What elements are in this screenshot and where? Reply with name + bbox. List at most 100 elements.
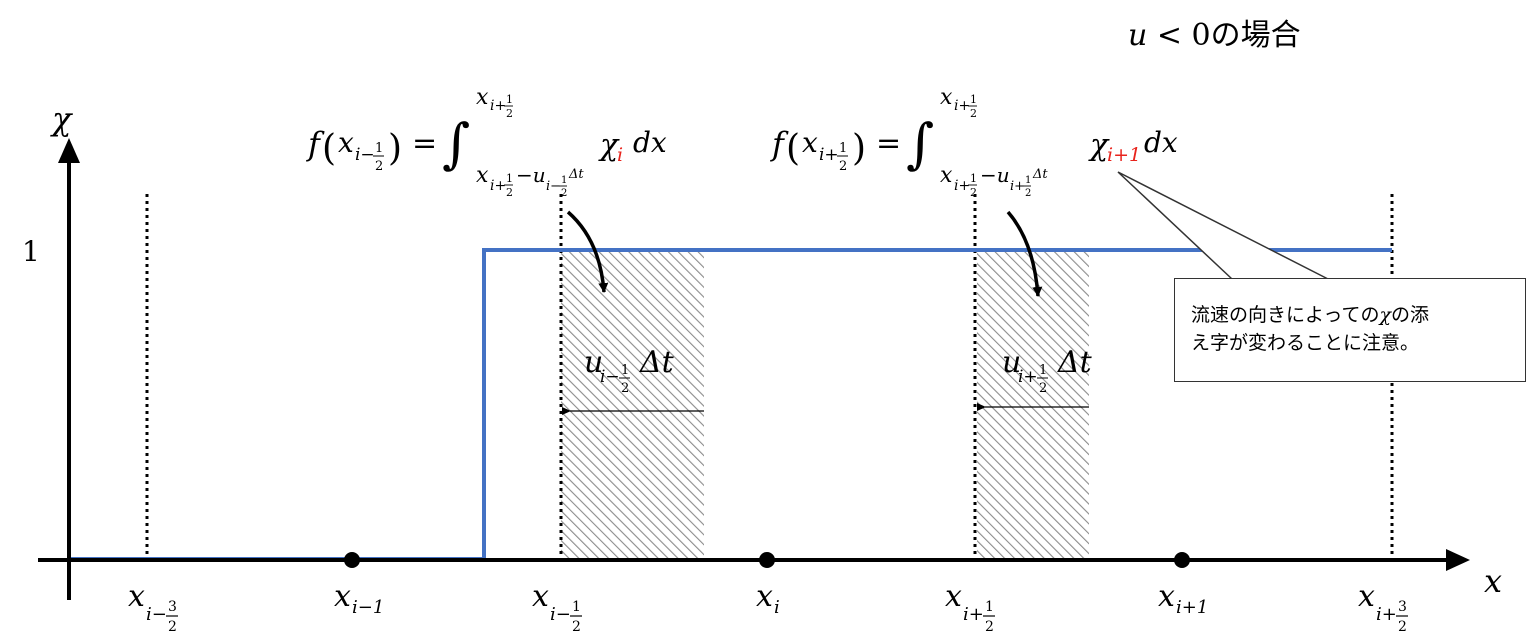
shift-sub-pre: i+	[1018, 367, 1038, 387]
upper-den: 2	[506, 107, 513, 120]
label-sub: i	[774, 597, 780, 618]
lower-den: 2	[506, 186, 513, 199]
label-sub-pre: i−	[550, 604, 571, 625]
label-x-i-plus-1-2: x i+ 1 2	[945, 579, 995, 635]
label-base: x	[1158, 579, 1175, 614]
formula-chi: χ	[598, 128, 620, 163]
shift-label-right: u i+ 1 2 Δt	[1002, 345, 1093, 396]
formula-x-den: 2	[839, 159, 847, 174]
label-base: x	[128, 579, 145, 614]
shift-u: u	[1002, 345, 1021, 380]
formula-equals: =	[412, 126, 437, 161]
flux-formula-right: f ( x i+ 1 2 ) = ∫ x i+ 1 2 x i+ 1 2 −u …	[770, 85, 1178, 199]
formula-x-num: 1	[839, 141, 847, 156]
paren-open: (	[786, 128, 800, 169]
shift-den: 2	[1039, 381, 1047, 396]
lower-sub-pre: i+	[490, 178, 506, 194]
paren-close: )	[388, 128, 402, 169]
condition-label: u < 0の場合	[1128, 10, 1301, 54]
label-base: x	[756, 579, 773, 614]
shift-sub-pre: i−	[600, 367, 620, 387]
callout-line1-chi: χ	[1379, 304, 1391, 326]
label-x-i: x i	[756, 579, 780, 618]
label-x-i-plus-1: x i+1	[1158, 579, 1208, 618]
formula-dx: dx	[1144, 126, 1178, 159]
lower-x: x	[940, 163, 953, 188]
label-den: 2	[1398, 619, 1407, 635]
formula-equals: =	[876, 126, 901, 161]
shift-delta-t: Δt	[1057, 345, 1093, 380]
lower-minus-u: −u	[516, 163, 546, 187]
label-x-i-minus-3-2: x i− 3 2	[128, 579, 178, 635]
formula-chi: χ	[1088, 128, 1110, 163]
label-sub-pre: i+	[963, 604, 984, 625]
upper-num: 1	[506, 93, 513, 106]
label-sub-pre: i+	[1376, 604, 1397, 625]
lower-minus-u: −u	[980, 163, 1010, 187]
lower-delta-t: Δt	[1032, 167, 1048, 182]
upper-num: 1	[970, 93, 977, 106]
label-x-i-minus-1: x i−1	[334, 579, 384, 618]
formula-dx: dx	[633, 126, 667, 159]
upper-den: 2	[970, 107, 977, 120]
node-x-i-plus-1	[1174, 552, 1190, 568]
label-num: 1	[572, 599, 581, 615]
lower-x: x	[476, 163, 489, 188]
lower-u-sub-pre: i+	[1010, 179, 1025, 194]
label-base: x	[1358, 579, 1375, 614]
formula-x: x	[802, 126, 818, 159]
formula-x-den: 2	[375, 159, 383, 174]
hatched-flux-region-right	[977, 251, 1089, 558]
label-sub-pre: i−	[146, 604, 167, 625]
formula-x-sub-pre: i−	[355, 145, 375, 165]
y-axis-label: χ	[50, 100, 73, 138]
paren-open: (	[322, 128, 336, 169]
lower-delta-t: Δt	[568, 167, 584, 182]
label-base: x	[945, 579, 962, 614]
node-x-i-minus-1	[344, 552, 360, 568]
callout-line2: え字が変わることに注意。	[1191, 332, 1420, 354]
flux-formula-left: f ( x i− 1 2 ) = ∫ x i+ 1 2 x i+ 1 2 −u …	[306, 85, 667, 199]
curved-arrow-left	[566, 210, 609, 293]
label-sub: i+1	[1176, 597, 1208, 618]
shift-num: 1	[1039, 363, 1047, 378]
callout-note: 流速の向きによってのχの添 え字が変わることに注意。	[1174, 278, 1526, 382]
formula-chi-sub: i	[617, 144, 623, 166]
label-den: 2	[168, 619, 177, 635]
formula-x-sub-pre: i+	[819, 145, 839, 165]
lower-u-sub-pre: i−	[546, 179, 561, 194]
label-base: x	[532, 579, 549, 614]
upper-sub-pre: i+	[490, 98, 506, 114]
shift-den: 2	[621, 381, 629, 396]
y-tick-one: 1	[22, 235, 40, 268]
shift-num: 1	[621, 363, 629, 378]
condition-var: u	[1128, 18, 1148, 53]
lower-u-num: 1	[561, 175, 567, 186]
y-axis-arrowhead	[58, 138, 80, 163]
lower-den: 2	[970, 186, 977, 199]
condition-japanese: の場合	[1210, 18, 1301, 53]
node-x-i	[759, 552, 775, 568]
shift-label-left: u i− 1 2 Δt	[584, 345, 675, 396]
callout-line1-a: 流速の向きによっての	[1191, 304, 1380, 326]
lower-num: 1	[506, 172, 513, 185]
x-axis-arrowhead	[1446, 549, 1470, 571]
lower-num: 1	[970, 172, 977, 185]
curved-arrow-right	[1006, 210, 1043, 297]
label-x-i-plus-3-2: x i+ 3 2	[1358, 579, 1408, 635]
label-x-i-minus-1-2: x i− 1 2	[532, 579, 582, 635]
paren-close: )	[852, 128, 866, 169]
formula-integral: ∫	[906, 112, 934, 175]
formula-chi-sub: i+1	[1107, 144, 1141, 166]
label-num: 3	[168, 599, 177, 615]
label-den: 2	[985, 619, 994, 635]
label-num: 3	[1398, 599, 1407, 615]
callout-pointer	[1117, 171, 1329, 280]
lower-u-den: 2	[1025, 188, 1031, 199]
label-sub: i−1	[352, 597, 384, 618]
formula-x-num: 1	[375, 141, 383, 156]
hatched-flux-region-left	[561, 251, 704, 558]
shift-delta-t: Δt	[639, 345, 675, 380]
upper-x: x	[476, 85, 489, 110]
